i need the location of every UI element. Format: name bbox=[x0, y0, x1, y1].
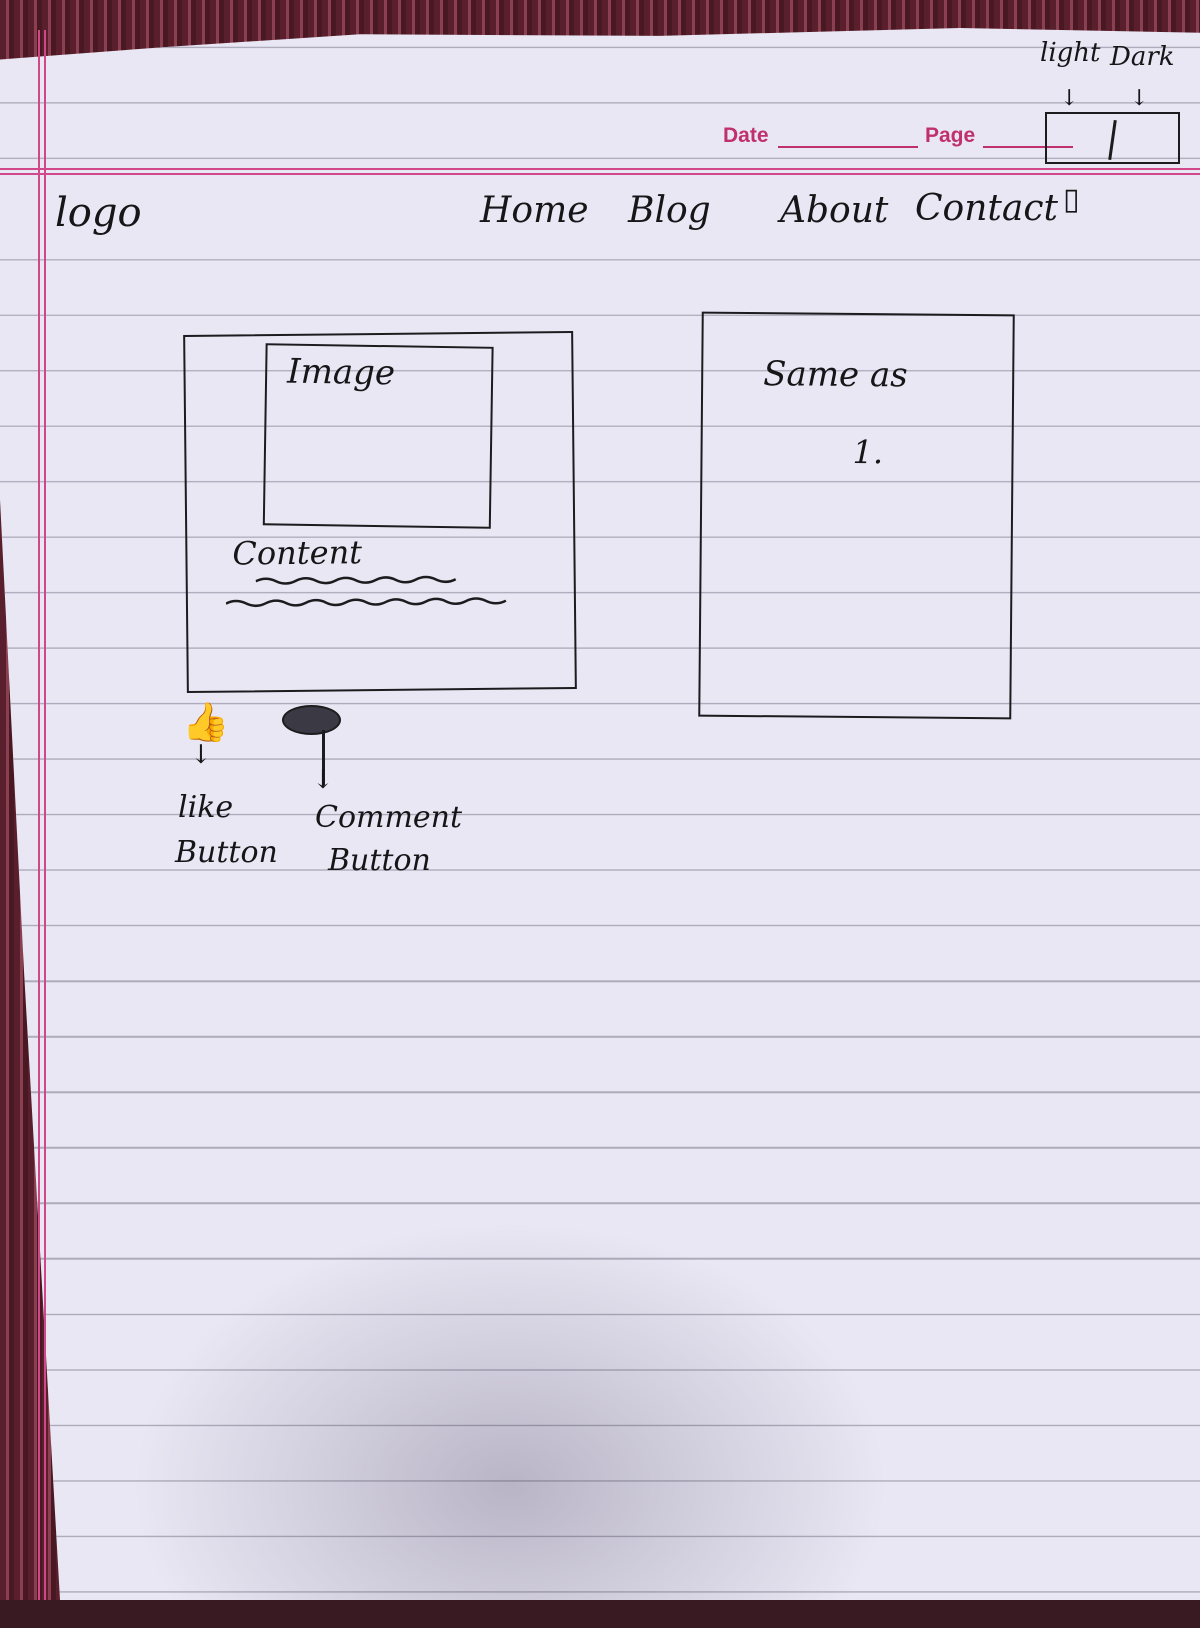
toggle-divider bbox=[1108, 119, 1117, 161]
comment-button-label: Button bbox=[328, 843, 431, 878]
arrow-down-icon: ↓ bbox=[312, 765, 334, 795]
hand-shadow bbox=[130, 1220, 890, 1600]
card-image-placeholder: Image bbox=[262, 343, 494, 529]
card2-note: 1. bbox=[852, 432, 884, 472]
nav-item-about[interactable]: About bbox=[780, 190, 889, 231]
margin-line bbox=[44, 30, 46, 1600]
notebook-page bbox=[0, 28, 1200, 1600]
post-card-1[interactable]: Image Content bbox=[183, 330, 577, 694]
ruled-lines bbox=[0, 28, 1200, 1600]
card2-note: Same as bbox=[763, 354, 908, 396]
image-label: Image bbox=[286, 351, 396, 394]
post-card-2[interactable]: Same as 1. bbox=[698, 311, 1015, 720]
header-line bbox=[0, 173, 1200, 175]
date-underline bbox=[778, 146, 918, 148]
margin-line bbox=[38, 30, 40, 1600]
page-label: Page bbox=[925, 124, 976, 147]
comment-button-label: Comment bbox=[315, 800, 463, 835]
nav-item-blog[interactable]: Blog bbox=[628, 190, 711, 231]
logo[interactable]: logo bbox=[55, 190, 142, 236]
toggle-light-label: light bbox=[1040, 38, 1101, 68]
thumbs-up-icon[interactable]: 👍 bbox=[182, 700, 230, 744]
arrow-down-icon: ↓ bbox=[1130, 86, 1149, 111]
arrow-stem bbox=[322, 730, 325, 785]
content-label: Content bbox=[232, 533, 363, 573]
like-button-label: like bbox=[178, 790, 234, 825]
page-underline bbox=[983, 146, 1073, 148]
content-text-line bbox=[255, 575, 457, 585]
nav-item-home[interactable]: Home bbox=[480, 190, 589, 231]
header-line bbox=[0, 168, 1200, 170]
mobile-icon[interactable]: ▯ bbox=[1063, 182, 1080, 217]
toggle-dark-label: Dark bbox=[1110, 42, 1175, 72]
nav-item-contact[interactable]: Contact bbox=[915, 188, 1058, 229]
content-text-line bbox=[225, 597, 507, 608]
date-label: Date bbox=[723, 124, 769, 147]
comment-bubble-icon[interactable] bbox=[282, 705, 341, 735]
theme-toggle-switch[interactable] bbox=[1045, 112, 1180, 164]
arrow-down-icon: ↓ bbox=[190, 740, 212, 770]
like-button-label: Button bbox=[175, 835, 278, 870]
arrow-down-icon: ↓ bbox=[1060, 86, 1079, 111]
